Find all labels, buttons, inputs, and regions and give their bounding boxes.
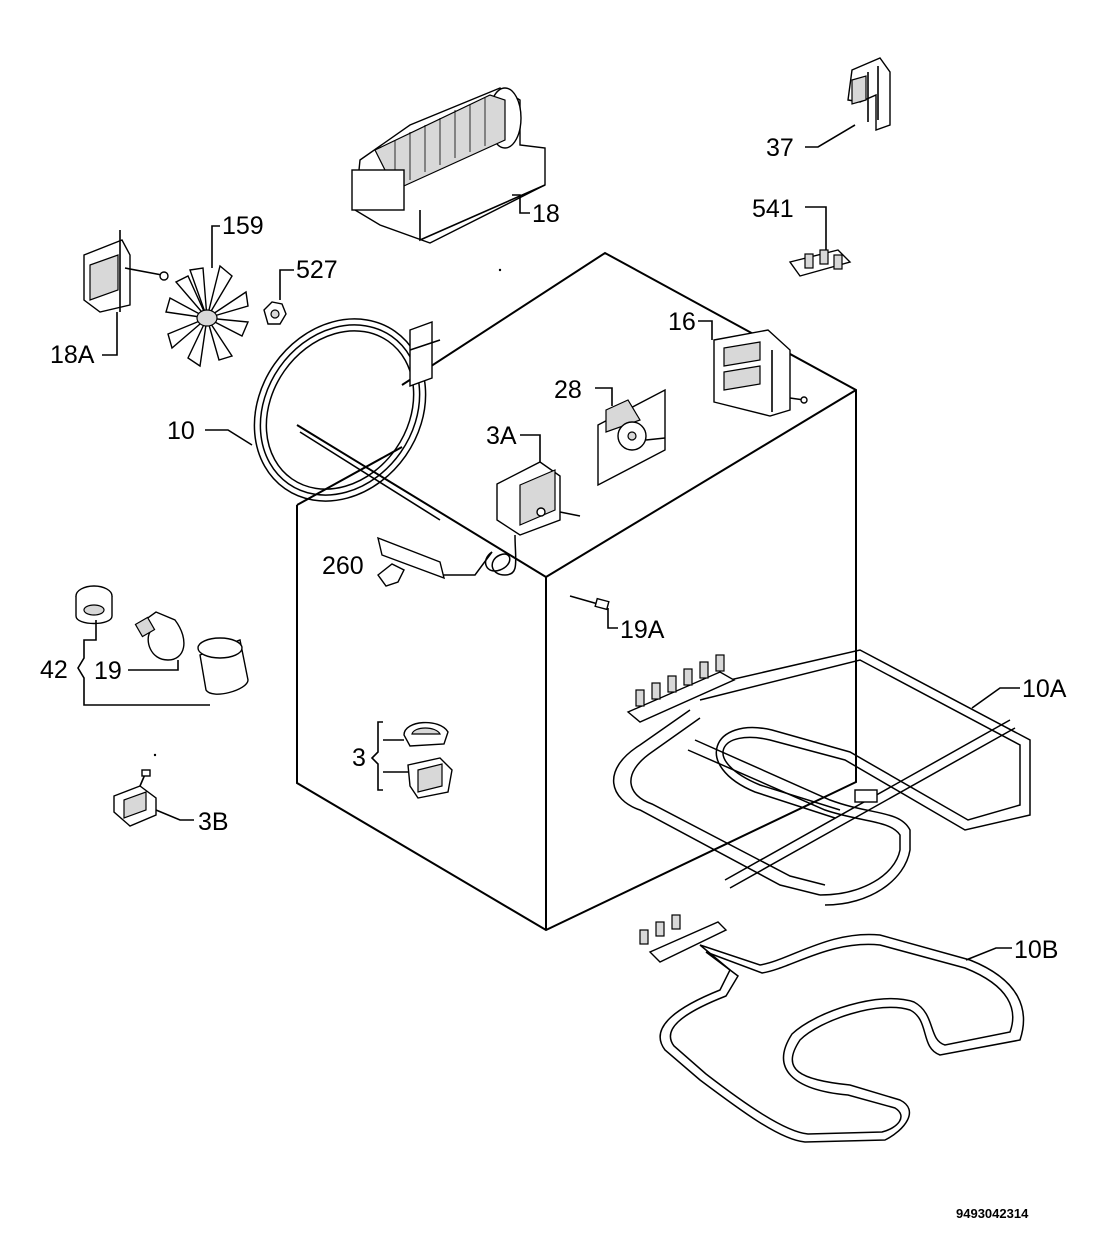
brace-3 — [370, 721, 383, 791]
thermal-cutout-3 — [403, 721, 453, 799]
label-16: 16 — [668, 308, 696, 336]
label-18a: 18A — [50, 341, 95, 369]
label-10b: 10B — [1014, 936, 1058, 964]
label-19: 19 — [94, 657, 122, 685]
oven-cavity-box — [296, 251, 857, 932]
document-code: 9493042314 — [956, 1206, 1029, 1221]
nut-527 — [263, 301, 287, 325]
label-3: 3 — [352, 744, 366, 772]
fan-blade-159 — [165, 264, 250, 368]
leader-18a — [102, 312, 118, 356]
label-527: 527 — [296, 256, 338, 284]
leader-28 — [595, 387, 613, 406]
bulb-19 — [134, 611, 185, 661]
label-37: 37 — [766, 134, 794, 162]
terminal-block-541 — [788, 249, 852, 277]
label-18: 18 — [532, 200, 560, 228]
leader-10b — [965, 947, 1012, 961]
leader-19a — [607, 608, 618, 629]
circular-element-10 — [253, 318, 441, 502]
leader-16 — [698, 320, 713, 340]
label-3b: 3B — [198, 808, 229, 836]
lamp-assembly-42 — [75, 585, 113, 625]
leader-3a — [520, 434, 541, 462]
leader-10 — [205, 429, 253, 446]
selector-switch-16 — [713, 329, 808, 417]
leader-3b — [155, 809, 194, 821]
label-28: 28 — [554, 376, 582, 404]
timer-28 — [597, 388, 666, 487]
label-10a: 10A — [1022, 675, 1067, 703]
sensor-19a — [569, 595, 610, 611]
thermostat-3a — [377, 461, 581, 580]
thermostat-3b — [113, 769, 157, 827]
label-260: 260 — [322, 552, 364, 580]
clip-260 — [377, 563, 405, 587]
leader-527 — [279, 269, 294, 300]
label-159: 159 — [222, 212, 264, 240]
leader-19 — [128, 660, 179, 671]
label-3a: 3A — [486, 422, 517, 450]
brace-42 — [77, 620, 210, 706]
label-541: 541 — [752, 195, 794, 223]
grill-element-10a — [612, 649, 1031, 906]
tangential-fan-18 — [351, 87, 546, 244]
label-10: 10 — [167, 417, 195, 445]
label-19a: 19A — [620, 616, 665, 644]
label-42: 42 — [40, 656, 68, 684]
leader-37 — [805, 124, 856, 148]
leader-541 — [805, 206, 827, 250]
switch-37 — [847, 57, 891, 131]
leader-10a — [971, 687, 1020, 709]
leader-18 — [512, 194, 530, 214]
bottom-element-10b — [639, 914, 1025, 1143]
fan-motor-18a — [83, 230, 169, 313]
lamp-cover-42 — [197, 637, 249, 695]
leader-159 — [211, 225, 220, 268]
